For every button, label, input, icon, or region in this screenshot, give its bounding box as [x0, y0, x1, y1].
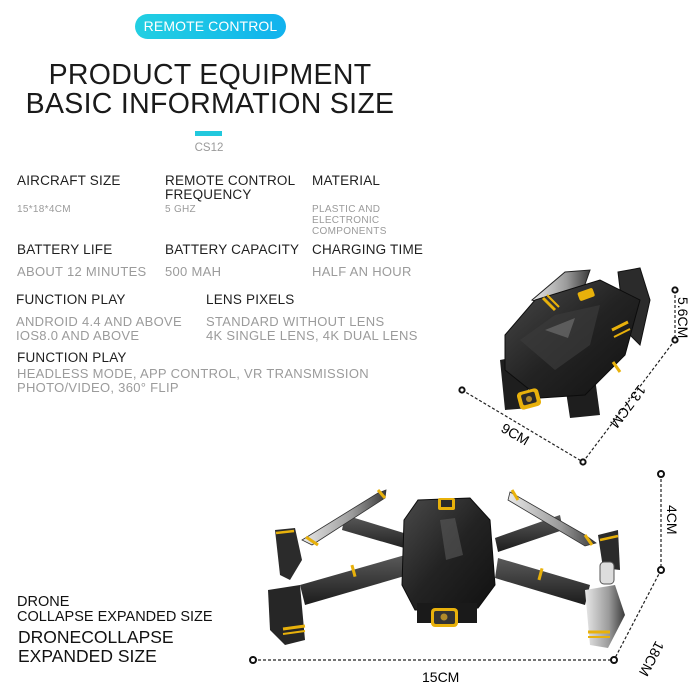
caption-drone-large: DRONECOLLAPSE EXPANDED SIZE: [18, 628, 174, 666]
spec-function-play-modes-label: FUNCTION PLAY: [17, 350, 127, 365]
spec-rc-frequency-label-line2: FREQUENCY: [165, 187, 252, 202]
spec-function-play-os-value-line2: IOS8.0 AND ABOVE: [16, 328, 140, 343]
spec-material-value-line1: PLASTIC AND: [312, 204, 381, 215]
expanded-drone-image: [268, 489, 625, 648]
spec-material-value-line2: ELECTRONIC: [312, 215, 380, 226]
expanded-dimension-lines: [253, 474, 662, 661]
caption-line4: EXPANDED SIZE: [18, 646, 157, 666]
folded-height-label: 5.6CM: [675, 297, 691, 338]
accent-divider: [195, 131, 222, 136]
expanded-height-label: 4CM: [664, 505, 680, 535]
caption-line1: DRONE: [17, 594, 70, 610]
caption-drone: DRONE COLLAPSE EXPANDED SIZE: [17, 595, 213, 625]
spec-battery-capacity-label: BATTERY CAPACITY: [165, 242, 300, 257]
spec-charging-time-value: HALF AN HOUR: [312, 264, 412, 279]
page-title-line2: BASIC INFORMATION SIZE: [25, 88, 395, 120]
dimension-point: [657, 566, 665, 574]
folded-drone-image: [500, 267, 651, 418]
spec-function-play-os-label: FUNCTION PLAY: [16, 292, 126, 307]
remote-control-badge: REMOTE CONTROL: [135, 14, 286, 39]
caption-line3: DRONECOLLAPSE: [18, 627, 174, 647]
spec-aircraft-size-value: 15*18*4CM: [17, 204, 71, 215]
folded-length-label: 13.7CM: [607, 382, 649, 431]
page-title-line1: PRODUCT EQUIPMENT: [48, 59, 372, 91]
spec-lens-pixels-value-line2: 4K SINGLE LENS, 4K DUAL LENS: [206, 328, 418, 343]
spec-function-play-modes-value-line1: HEADLESS MODE, APP CONTROL, VR TRANSMISS…: [17, 366, 369, 381]
spec-rc-frequency-value: 5 GHZ: [165, 204, 196, 215]
dimension-point: [657, 470, 665, 478]
spec-material-value-line3: COMPONENTS: [312, 226, 387, 237]
spec-lens-pixels-label: LENS PIXELS: [206, 292, 295, 307]
spec-material-label: MATERIAL: [312, 173, 381, 188]
folded-width-label: 9CM: [499, 420, 533, 449]
spec-aircraft-size-label: AIRCRAFT SIZE: [17, 173, 121, 188]
spec-lens-pixels-value-line1: STANDARD WITHOUT LENS: [206, 314, 385, 329]
spec-battery-life-value: ABOUT 12 MINUTES: [17, 264, 147, 279]
expanded-width-label: 15CM: [422, 669, 459, 685]
dimension-point: [458, 386, 466, 394]
dimension-point: [671, 336, 679, 344]
spec-charging-time-label: CHARGING TIME: [312, 242, 424, 257]
spec-rc-frequency-label-line1: REMOTE CONTROL: [165, 173, 296, 188]
caption-line2: COLLAPSE EXPANDED SIZE: [17, 609, 213, 625]
dimension-point: [579, 458, 587, 466]
spec-function-play-os-value-line1: ANDROID 4.4 AND ABOVE: [16, 314, 182, 329]
dimension-point: [610, 656, 618, 664]
folded-dimension-lines: [461, 290, 676, 463]
model-number: CS12: [194, 142, 224, 154]
dimension-point: [671, 286, 679, 294]
dimension-point: [249, 656, 257, 664]
spec-function-play-modes-value-line2: PHOTO/VIDEO, 360° FLIP: [17, 380, 179, 395]
spec-battery-capacity-value: 500 MAH: [165, 264, 222, 279]
expanded-length-label: 18CM: [636, 639, 668, 679]
spec-battery-life-label: BATTERY LIFE: [17, 242, 113, 257]
